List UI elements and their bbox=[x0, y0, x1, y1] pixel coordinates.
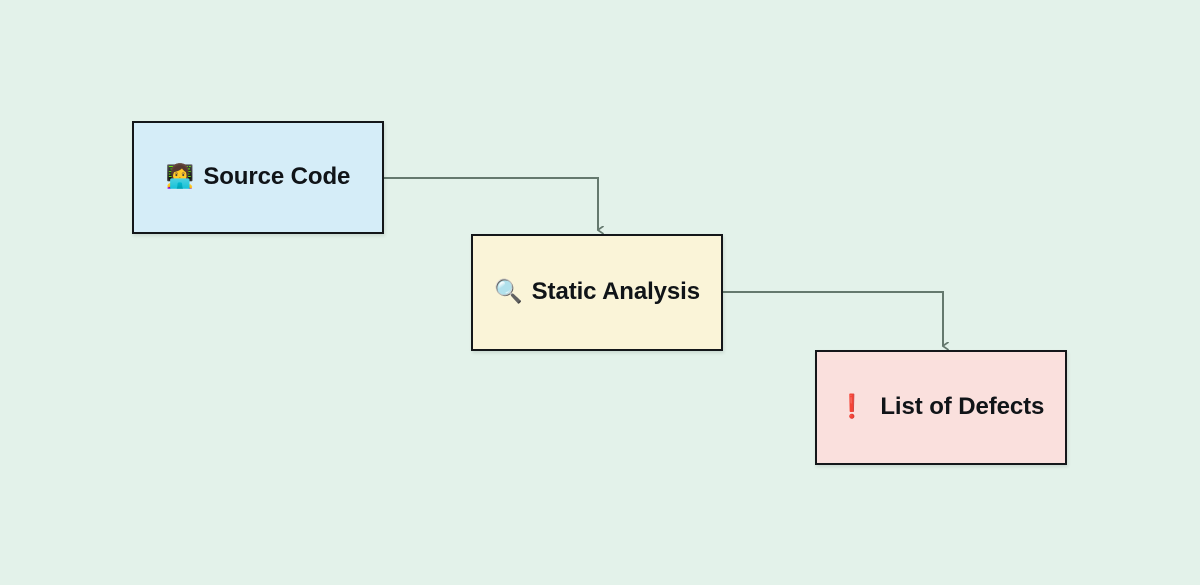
node-list-of-defects-content: ❗ List of Defects bbox=[832, 393, 1051, 421]
node-static-analysis-label: Static Analysis bbox=[531, 278, 700, 306]
node-static-analysis-content: 🔍 Static Analysis bbox=[488, 278, 706, 306]
node-source-code-label: Source Code bbox=[203, 163, 351, 191]
technologist-emoji: 👩‍💻 bbox=[165, 163, 195, 190]
exclamation-mark-icon: ❗ bbox=[837, 393, 867, 420]
node-list-of-defects-label: List of Defects bbox=[880, 393, 1045, 421]
magnifying-glass-icon: 🔍 bbox=[494, 278, 523, 305]
node-source-code[interactable]: 👩‍💻 Source Code bbox=[132, 121, 384, 234]
node-static-analysis[interactable]: 🔍 Static Analysis bbox=[471, 234, 723, 351]
edge-static-analysis-to-list-of-defects bbox=[723, 291, 943, 346]
node-source-code-content: 👩‍💻 Source Code bbox=[160, 163, 357, 191]
edge-source-code-to-static-analysis bbox=[384, 177, 598, 230]
node-list-of-defects[interactable]: ❗ List of Defects bbox=[815, 350, 1067, 465]
